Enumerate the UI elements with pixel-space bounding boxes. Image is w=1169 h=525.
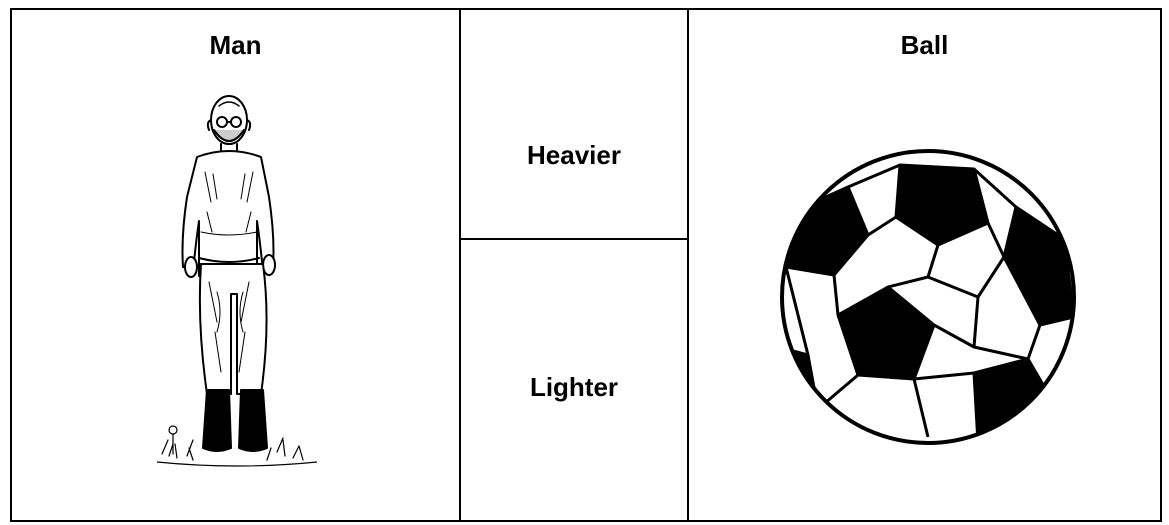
- comparison-table: Man Ball Heavier Lighter: [10, 8, 1162, 522]
- heavier-label[interactable]: Heavier: [461, 140, 687, 171]
- soccer-ball-illustration: [778, 147, 1078, 452]
- ball-column-header: Ball: [689, 30, 1160, 61]
- man-illustration: [157, 82, 317, 482]
- man-column-header: Man: [12, 30, 459, 61]
- column-divider-right: [687, 10, 689, 520]
- lighter-label[interactable]: Lighter: [461, 372, 687, 403]
- column-divider-left: [459, 10, 461, 520]
- middle-row-divider: [461, 238, 687, 240]
